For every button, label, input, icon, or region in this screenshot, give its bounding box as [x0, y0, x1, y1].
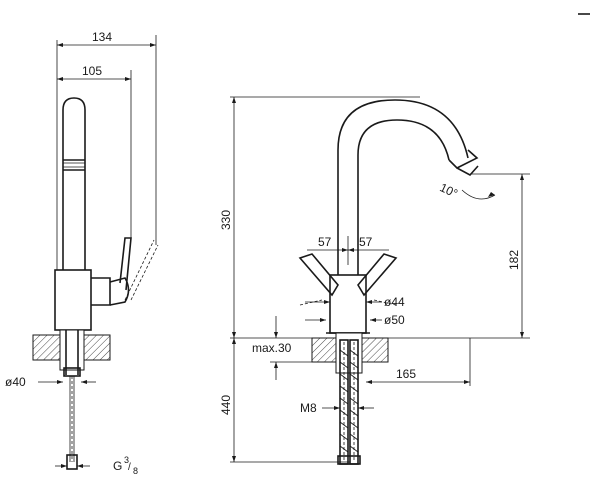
dim-below-counter: 440: [219, 338, 236, 462]
dim-width-total: 134: [57, 30, 156, 47]
side-countertop: [32, 329, 111, 377]
svg-text:3: 3: [124, 455, 129, 465]
svg-text:max.30: max.30: [252, 341, 292, 355]
front-spout: [337, 99, 479, 275]
svg-text:165: 165: [396, 367, 416, 381]
front-handles: [298, 253, 398, 306]
side-spout: [62, 97, 86, 270]
svg-text:ø40: ø40: [5, 375, 26, 389]
side-hoses: [66, 376, 78, 470]
svg-text:10°: 10°: [438, 180, 461, 200]
dim-height: 330: [219, 97, 236, 338]
front-view: 330 440 182 10°: [219, 13, 590, 465]
front-studs: [337, 339, 361, 465]
svg-text:105: 105: [82, 64, 102, 78]
svg-text:57: 57: [359, 235, 373, 249]
swivel-angle: 10°: [438, 180, 496, 201]
svg-text:134: 134: [92, 30, 112, 44]
dim-body-diameter: ø44: [305, 295, 405, 309]
side-view: 134 105: [5, 30, 159, 476]
dim-hole-diameter: ø40: [5, 375, 96, 389]
svg-text:G: G: [113, 459, 122, 473]
svg-text:330: 330: [219, 210, 233, 230]
dim-stud-length: 165: [366, 338, 471, 386]
svg-text:M8: M8: [300, 401, 317, 415]
svg-text:57: 57: [318, 235, 332, 249]
dim-base-diameter: ø50: [305, 313, 405, 327]
side-body: [54, 237, 159, 331]
dim-thread: G 3 / 8: [55, 455, 138, 476]
dim-spout-height: 182: [507, 174, 524, 338]
svg-text:440: 440: [219, 395, 233, 415]
dim-handles: 57 57: [307, 235, 389, 265]
svg-text:8: 8: [133, 466, 138, 476]
dim-stud-thread: M8: [300, 401, 374, 415]
svg-text:/: /: [128, 462, 131, 473]
svg-text:ø44: ø44: [384, 295, 405, 309]
dim-max-counter: max.30: [252, 316, 312, 380]
svg-text:182: 182: [507, 250, 521, 270]
dim-width-spout: 105: [57, 64, 131, 81]
front-body: [326, 274, 370, 334]
svg-text:ø50: ø50: [384, 313, 405, 327]
